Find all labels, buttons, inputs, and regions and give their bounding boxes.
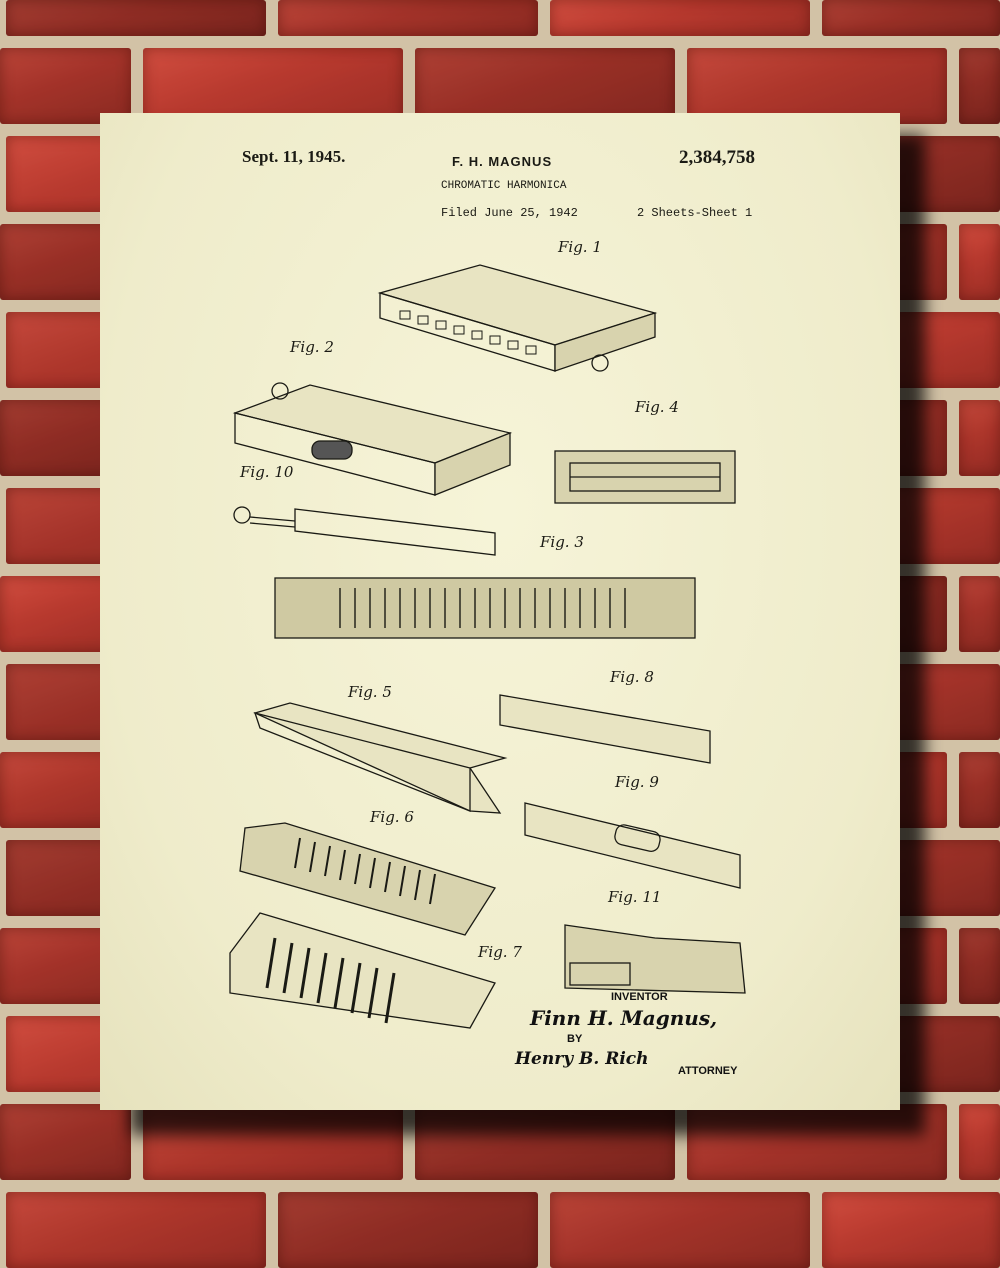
brick <box>959 1104 1000 1180</box>
fig-10-drawing <box>233 506 496 556</box>
brick <box>278 0 538 36</box>
fig-3-label: Fig. 3 <box>540 533 584 551</box>
fig-5-drawing <box>253 702 508 814</box>
fig-7-label: Fig. 7 <box>478 943 522 961</box>
brick <box>550 1192 810 1268</box>
patent-poster: Sept. 11, 1945. F. H. MAGNUS 2,384,758 C… <box>100 113 900 1110</box>
fig-8-label: Fig. 8 <box>610 668 654 686</box>
fig-9-label: Fig. 9 <box>615 773 659 791</box>
fig-11-drawing <box>564 924 746 994</box>
patent-number: 2,384,758 <box>679 147 755 168</box>
fig-7-drawing <box>229 912 496 1029</box>
fig-11-label: Fig. 11 <box>608 888 662 906</box>
inventor-label: INVENTOR <box>611 991 668 1003</box>
brick <box>6 0 266 36</box>
fig-8-drawing <box>499 694 711 764</box>
brick <box>822 1192 1000 1268</box>
sheet-count: 2 Sheets-Sheet 1 <box>637 206 753 220</box>
brick <box>0 1104 131 1180</box>
brick <box>0 48 131 124</box>
brick <box>415 48 675 124</box>
fig-5-label: Fig. 5 <box>348 683 392 701</box>
brick <box>959 576 1000 652</box>
patent-drawings <box>229 264 746 1029</box>
brick <box>550 0 810 36</box>
brick <box>822 0 1000 36</box>
brick <box>687 48 947 124</box>
brick <box>278 1192 538 1268</box>
fig-9-drawing <box>524 802 741 889</box>
fig-10-label: Fig. 10 <box>240 463 294 481</box>
fig-2-label: Fig. 2 <box>290 338 334 356</box>
filed-date: Filed June 25, 1942 <box>441 206 578 220</box>
fig-1-label: Fig. 1 <box>558 238 602 256</box>
fig-1-drawing <box>377 264 658 372</box>
inventor-name: F. H. MAGNUS <box>452 154 553 169</box>
attorney-label: ATTORNEY <box>678 1065 738 1077</box>
brick <box>959 48 1000 124</box>
patent-date: Sept. 11, 1945. <box>242 147 346 166</box>
attorney-signature: Henry B. Rich <box>515 1049 649 1069</box>
brick <box>143 48 403 124</box>
brick <box>959 224 1000 300</box>
brick <box>959 928 1000 1004</box>
by-label: BY <box>567 1033 583 1045</box>
patent-title: CHROMATIC HARMONICA <box>441 180 567 192</box>
fig-3-drawing <box>274 577 696 639</box>
fig-4-label: Fig. 4 <box>635 398 679 416</box>
fig-2-drawing <box>232 382 513 496</box>
brick <box>959 400 1000 476</box>
fig-6-drawing <box>239 822 497 936</box>
brick <box>6 1192 266 1268</box>
inventor-signature: Finn H. Magnus, <box>530 1006 718 1030</box>
fig-4-drawing <box>554 450 736 504</box>
brick <box>959 752 1000 828</box>
fig-6-label: Fig. 6 <box>370 808 414 826</box>
